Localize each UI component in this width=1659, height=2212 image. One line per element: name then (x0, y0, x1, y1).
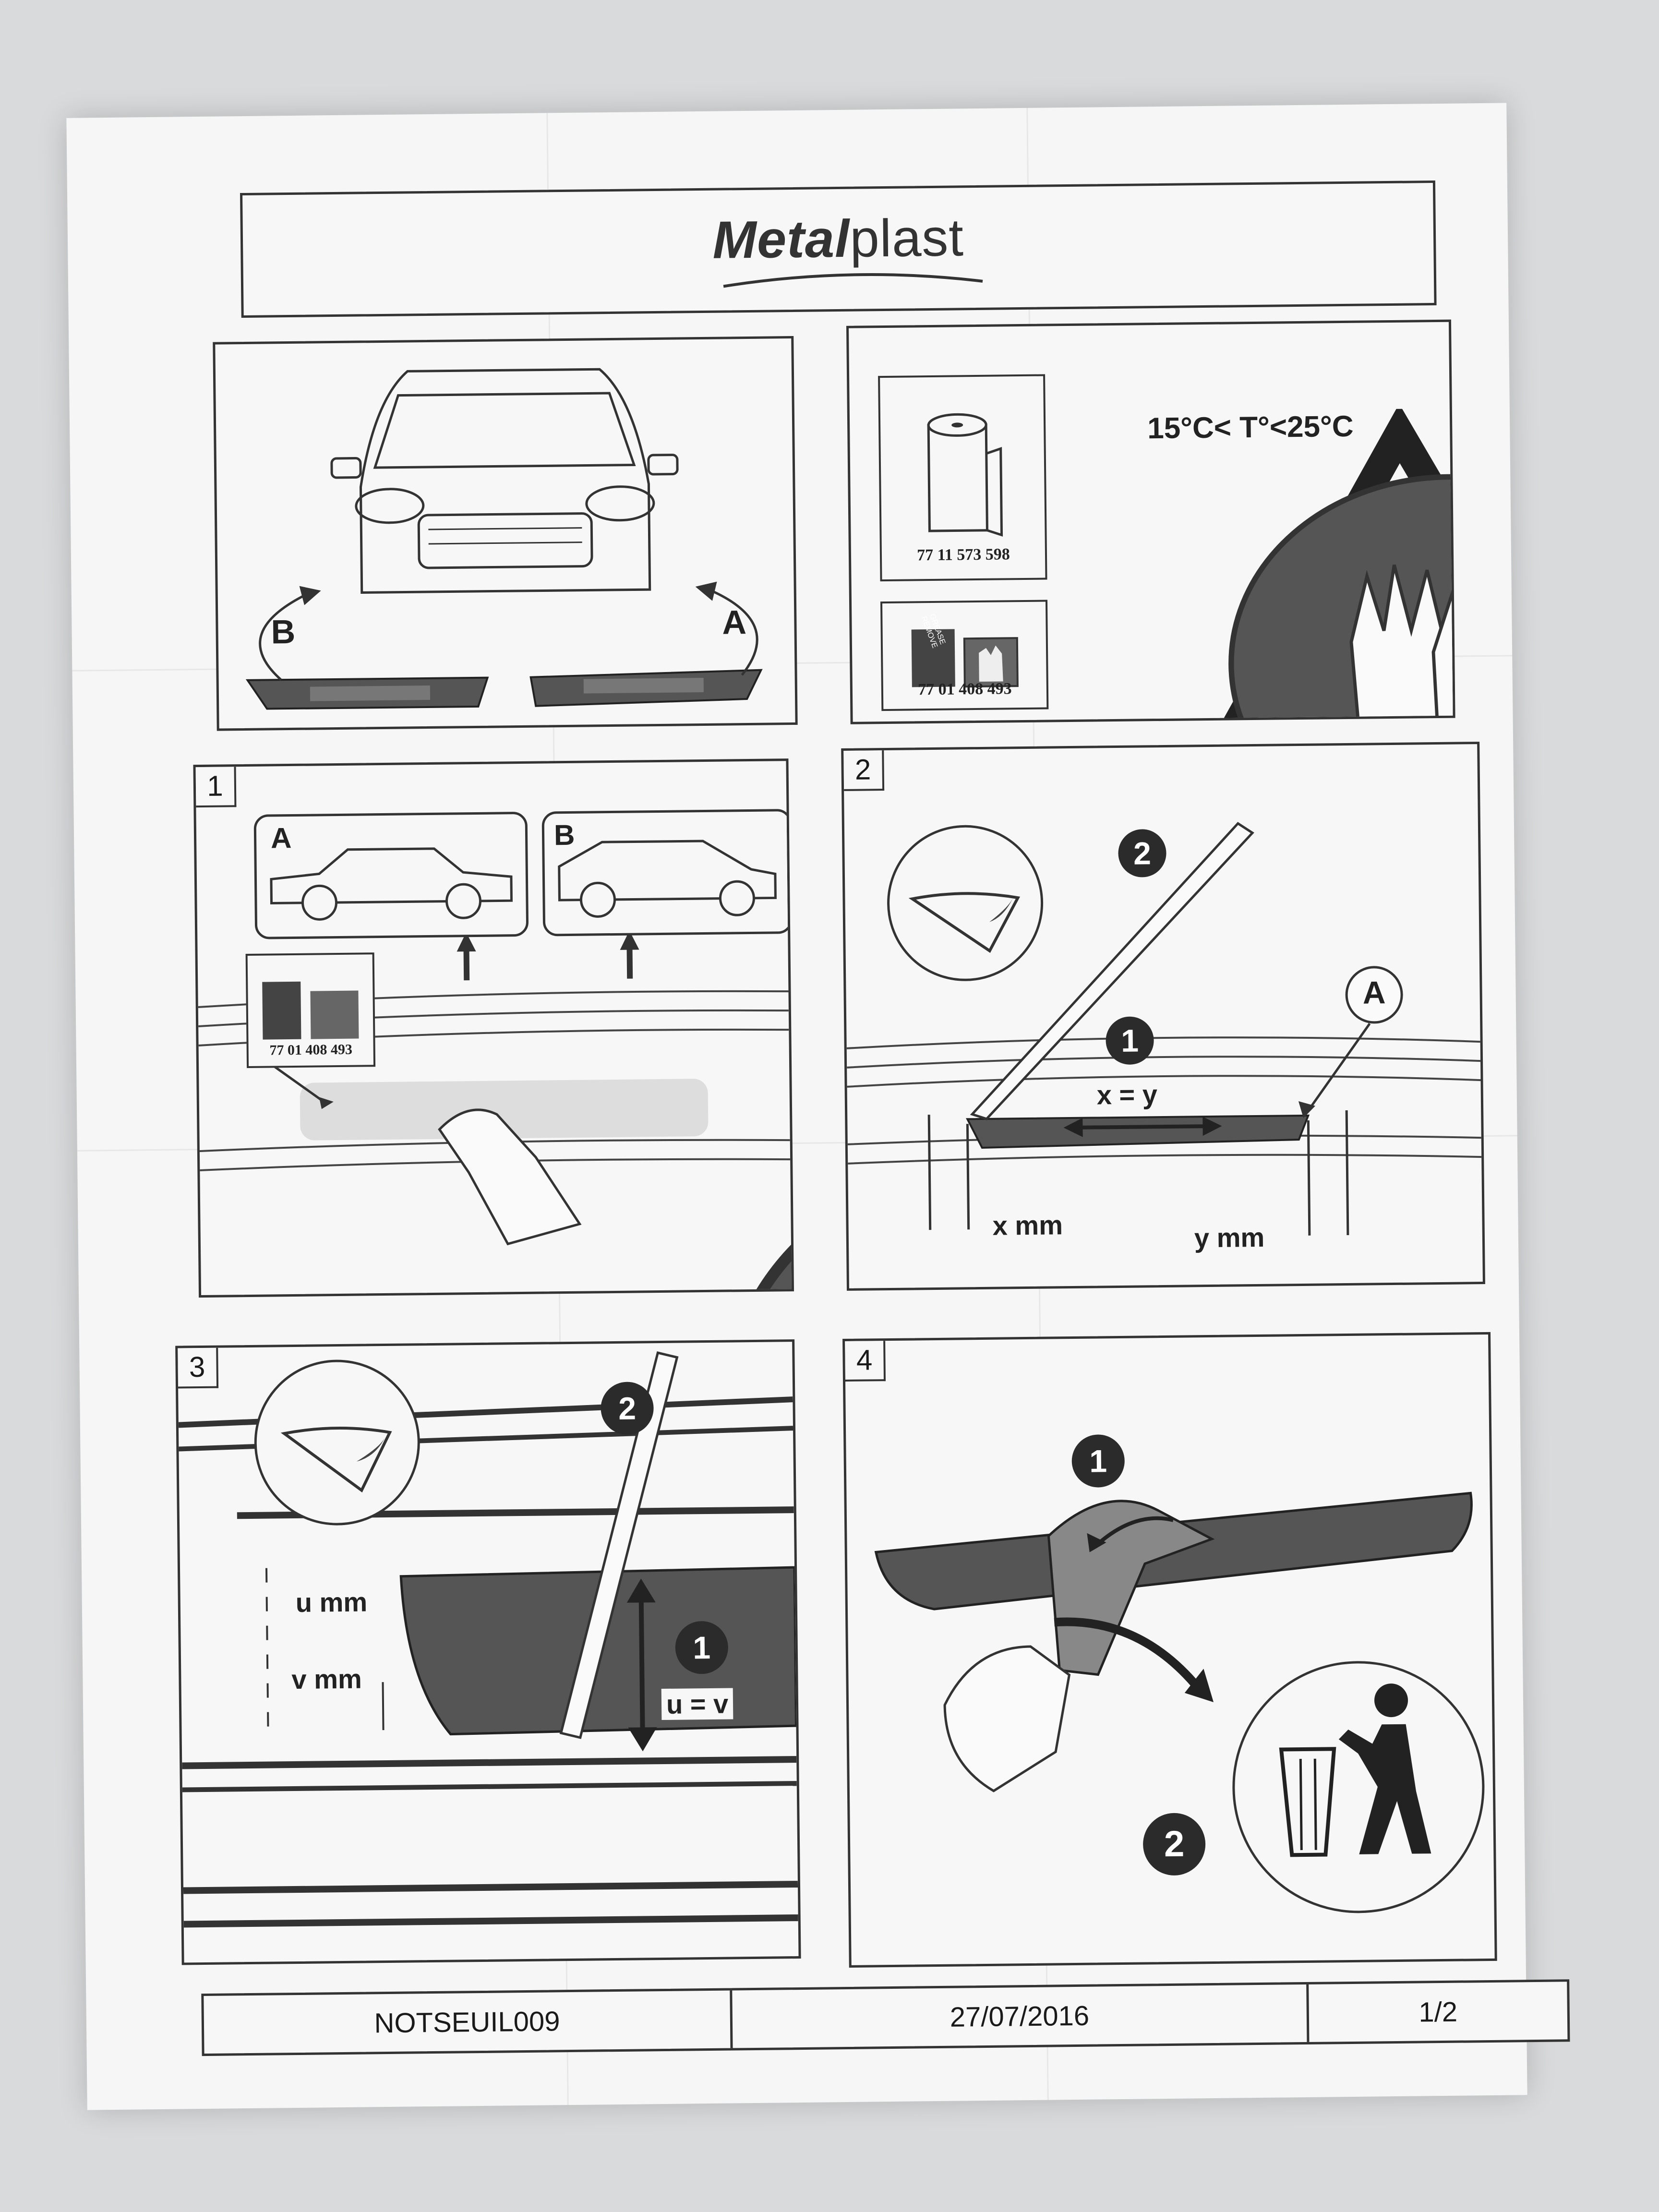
grease-remover-can-icon (911, 629, 1019, 688)
step2-panel: 2 2 1 A x = y x mm y mm (841, 742, 1485, 1291)
gloves-icon (1228, 474, 1455, 724)
tape-roll-icon (927, 413, 1003, 537)
footer-table: NOTSEUIL009 27/07/2016 1/2 (201, 1979, 1570, 2056)
tape-roll-ref: 77 11 573 598 (916, 545, 1010, 565)
temperature-range: 15°C< T°<25°C (1147, 409, 1354, 445)
equation-u-v: u = v (661, 1688, 733, 1720)
x-mm-label: x mm (992, 1210, 1063, 1241)
step-number: 2 (843, 750, 885, 791)
document-code: NOTSEUIL009 (204, 1990, 733, 2054)
step-number: 4 (845, 1341, 886, 1382)
car-sedan-box: A (253, 811, 529, 939)
logo-swoosh-icon (723, 273, 983, 288)
side-a-label: A (722, 603, 747, 641)
step4-badge-1: 1 (1071, 1434, 1125, 1488)
sedan-car-icon (270, 847, 513, 921)
equation-x-y: x = y (1096, 1079, 1158, 1110)
step2-badge-1: 1 (1106, 1016, 1154, 1065)
car-a-label: A (270, 821, 292, 854)
side-b-label: B (271, 613, 296, 651)
car-front-illustration (245, 368, 763, 710)
step4-illustration (874, 1491, 1485, 1913)
document-date: 27/07/2016 (732, 1984, 1310, 2048)
header-frame: Metalplast (240, 180, 1437, 318)
pencil-icon (1058, 651, 1455, 724)
tape-roll-box: 77 11 573 598 (878, 374, 1047, 582)
step1-cleaner-box: 77 01 408 493 (245, 952, 376, 1068)
materials-panel: 77 11 573 598 GREASE REMOVE 77 01 408 49… (846, 319, 1455, 724)
step1-illustration (198, 930, 791, 1246)
step3-badge-2: 2 (600, 1382, 654, 1435)
step2-badge-a: A (1345, 965, 1404, 1024)
step2-illustration (846, 822, 1482, 1236)
step-number: 3 (178, 1347, 219, 1389)
instruction-sheet: Metalplast B A (66, 103, 1570, 2110)
step1-cleaner-ref: 77 01 408 493 (269, 1041, 353, 1058)
gloves-icon (719, 1167, 794, 1298)
v-mm-label: v mm (291, 1663, 362, 1695)
y-mm-label: y mm (1194, 1222, 1265, 1253)
hatchback-car-icon (558, 840, 777, 918)
step3-panel: 3 2 1 u mm v mm u = v (175, 1339, 801, 1965)
u-mm-label: u mm (295, 1587, 368, 1618)
step-number: 1 (195, 767, 237, 808)
car-b-label: B (553, 818, 575, 852)
step1-panel: 1 A B 77 01 408 493 (193, 758, 794, 1298)
brand-logo: Metalplast (712, 208, 964, 270)
step2-badge-2: 2 (1118, 829, 1167, 878)
grease-remover-can-icon (262, 981, 359, 1040)
overview-panel: B A (213, 336, 798, 731)
cleaner-box: GREASE REMOVE 77 01 408 493 (880, 600, 1049, 711)
car-hatch-box: B (541, 809, 793, 937)
step4-panel: 4 1 2 (842, 1332, 1497, 1968)
step3-badge-1: 1 (675, 1621, 729, 1674)
page-number: 1/2 (1419, 1996, 1458, 2028)
step4-badge-2: 2 (1142, 1813, 1206, 1876)
cleaner-ref: 77 01 408 493 (917, 680, 1012, 699)
